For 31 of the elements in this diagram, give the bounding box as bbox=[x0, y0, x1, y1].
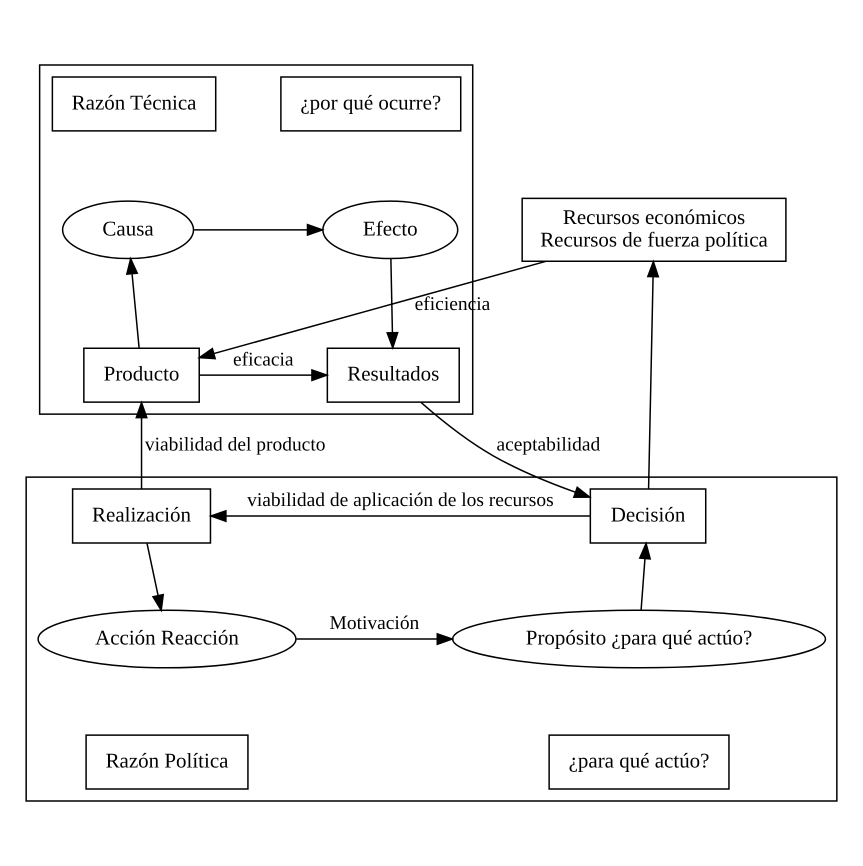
node-box: Resultados bbox=[326, 347, 460, 403]
edge-label: viabilidad del producto bbox=[144, 434, 326, 456]
node-box: Decisión bbox=[590, 488, 706, 544]
edge-label: viabilidad de aplicación de los recursos bbox=[247, 490, 554, 512]
node-box: Realización bbox=[72, 488, 212, 544]
arrow bbox=[135, 400, 148, 489]
arrow bbox=[420, 402, 592, 498]
node-box: Razón Política bbox=[85, 734, 249, 790]
arrow bbox=[199, 368, 330, 382]
arrow bbox=[638, 541, 652, 610]
arrow bbox=[646, 259, 660, 489]
arrow bbox=[126, 256, 140, 348]
node-box: ¿por qué ocurre? bbox=[280, 76, 462, 132]
node-ellipse: Propósito ¿para qué actúo? bbox=[452, 610, 826, 669]
cluster bbox=[25, 476, 838, 802]
node-box: Producto bbox=[83, 347, 200, 403]
node-box: ¿para qué actúo? bbox=[548, 734, 730, 790]
arrow bbox=[194, 224, 325, 236]
node-ellipse: Acción Reacción bbox=[37, 610, 297, 669]
node-box: Recursos económicos Recursos de fuerza política bbox=[521, 198, 787, 262]
node-ellipse: Causa bbox=[62, 200, 194, 260]
node-ellipse: Efecto bbox=[322, 200, 458, 260]
arrow bbox=[296, 632, 455, 646]
edge-label: aceptabilidad bbox=[496, 434, 600, 456]
edge-label: eficacia bbox=[233, 349, 294, 370]
arrow bbox=[197, 260, 546, 360]
arrow bbox=[146, 543, 164, 613]
arrow bbox=[208, 510, 590, 522]
node-box: Razón Técnica bbox=[52, 76, 216, 132]
arrow bbox=[386, 258, 399, 350]
edge-label: Motivación bbox=[330, 613, 420, 634]
